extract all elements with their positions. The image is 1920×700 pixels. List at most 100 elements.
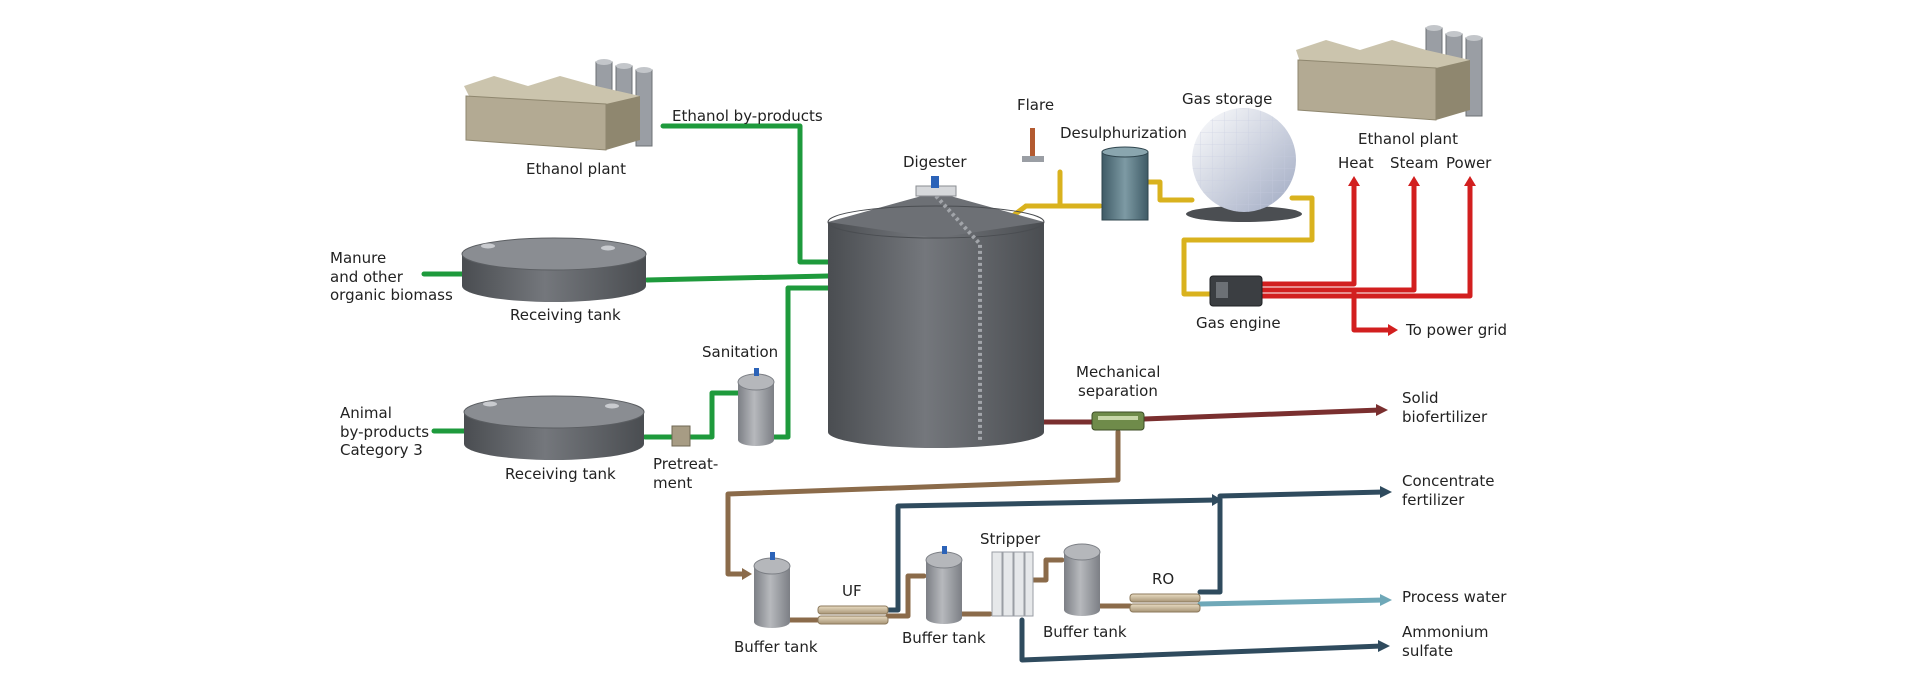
labels: Ethanol by-products Ethanol plant Manure…	[330, 90, 1507, 660]
buffer-tank-3	[1063, 543, 1101, 616]
pipes	[421, 123, 1473, 663]
separator-body	[1091, 411, 1145, 431]
label-heat: Heat	[1338, 154, 1374, 172]
ammonium-sulfate-pipe	[1019, 617, 1385, 663]
arrow-steam	[1408, 176, 1420, 186]
label-concentrate-1: Concentrate	[1402, 472, 1495, 490]
label-pretreat-2: ment	[653, 474, 692, 492]
building-front	[1297, 59, 1437, 121]
power-grid-pipe	[1351, 287, 1395, 333]
arrow-heat	[1348, 176, 1360, 186]
desulph-top	[1101, 146, 1149, 158]
sanitation-body	[738, 382, 774, 446]
label-power: Power	[1446, 154, 1492, 172]
label-receiving-tank-2: Receiving tank	[505, 465, 616, 483]
buffer-top	[1063, 543, 1101, 561]
label-ethanol-plant-right: Ethanol plant	[1358, 130, 1458, 148]
label-digester: Digester	[903, 153, 967, 171]
tank-hatch	[601, 245, 615, 251]
arrowheads	[742, 176, 1476, 652]
arrow-process-water	[1380, 594, 1392, 606]
steam-pipe	[1259, 179, 1417, 293]
receiving-tank-2	[463, 395, 645, 460]
buffer-tank-2	[925, 546, 963, 624]
sanitation-top	[737, 373, 775, 391]
arrow-solid	[1376, 404, 1388, 416]
gas-storage	[1186, 108, 1302, 222]
uf-unit	[817, 605, 889, 625]
desulph-body	[1101, 151, 1149, 221]
tank-hatch	[481, 243, 495, 249]
digester-roof	[828, 192, 1044, 238]
flare	[1022, 128, 1044, 162]
label-pretreat-1: Pretreat-	[653, 455, 718, 473]
arrow-concentrate	[1380, 486, 1392, 498]
ethanol-plant-left	[464, 59, 653, 151]
buffer-top	[925, 551, 963, 569]
mixer-icon	[931, 176, 939, 188]
building-side	[606, 96, 640, 150]
label-process-water: Process water	[1402, 588, 1507, 606]
digester	[827, 176, 1045, 448]
mechanical-separator	[1091, 411, 1145, 431]
label-solid-1: Solid	[1402, 389, 1439, 407]
label-animal-2: by-products	[340, 423, 429, 441]
ethanol-plant-right	[1296, 25, 1483, 121]
buffer-body	[1064, 552, 1100, 616]
uf-membrane	[817, 615, 889, 625]
separator-band	[1098, 416, 1138, 420]
label-mech-sep-1: Mechanical	[1076, 363, 1160, 381]
label-gas-engine: Gas engine	[1196, 314, 1281, 332]
chimney-top	[1426, 25, 1442, 31]
stripper-column	[1002, 551, 1014, 617]
flare-base	[1022, 156, 1044, 162]
label-desulphurization: Desulphurization	[1060, 124, 1187, 142]
label-steam: Steam	[1390, 154, 1438, 172]
process-water-pipe	[1197, 597, 1387, 607]
buffer-body	[926, 560, 962, 624]
buffer-tank-1	[753, 552, 791, 628]
label-stripper: Stripper	[980, 530, 1041, 548]
building-front	[465, 95, 607, 151]
building-side	[1436, 60, 1470, 120]
ro-membrane	[1129, 603, 1201, 613]
label-solid-2: biofertilizer	[1402, 408, 1488, 426]
desulphurization-unit	[1101, 146, 1149, 221]
gas-storage-base	[1186, 206, 1302, 222]
tank-top	[463, 395, 645, 429]
arrow-ammonium	[1378, 640, 1390, 652]
label-to-power-grid: To power grid	[1405, 321, 1507, 339]
receiving-tank-1-pipe	[644, 273, 831, 283]
label-ro: RO	[1152, 570, 1174, 588]
label-ammonium-2: sulfate	[1402, 642, 1453, 660]
sanitation-tank	[737, 368, 775, 446]
stripper-column	[1024, 551, 1034, 617]
stripper-column	[991, 551, 1003, 617]
label-ammonium-1: Ammonium	[1402, 623, 1488, 641]
label-manure-2: and other	[330, 268, 404, 286]
label-manure-1: Manure	[330, 249, 386, 267]
buffer-top	[753, 557, 791, 575]
arrow-uf-concentrate	[1212, 494, 1222, 506]
chimney-top	[596, 59, 612, 65]
chimney-top	[1446, 31, 1462, 37]
solid-biofertilizer-pipe	[1141, 407, 1383, 422]
pretreatment-box	[671, 425, 691, 447]
label-concentrate-2: fertilizer	[1402, 491, 1465, 509]
uf-concentrate-pipe	[885, 497, 1219, 613]
chimney-top	[1466, 35, 1482, 41]
tank-hatch	[483, 401, 497, 407]
concentrate-fertilizer-pipe	[1197, 489, 1387, 595]
ro-membrane	[1129, 593, 1201, 603]
uf-to-buffer2-pipe	[885, 573, 927, 619]
receiving-tank-1	[461, 237, 647, 302]
label-receiving-tank-1: Receiving tank	[510, 306, 621, 324]
valve-icon	[770, 552, 775, 560]
tank-top	[461, 237, 647, 271]
uf-membrane	[817, 605, 889, 615]
storage-to-engine-pipe	[1181, 195, 1315, 297]
liquid-fraction-pipe	[725, 429, 1121, 577]
stripper-to-buffer3-pipe	[1029, 557, 1065, 583]
stripper-column	[1013, 551, 1025, 617]
